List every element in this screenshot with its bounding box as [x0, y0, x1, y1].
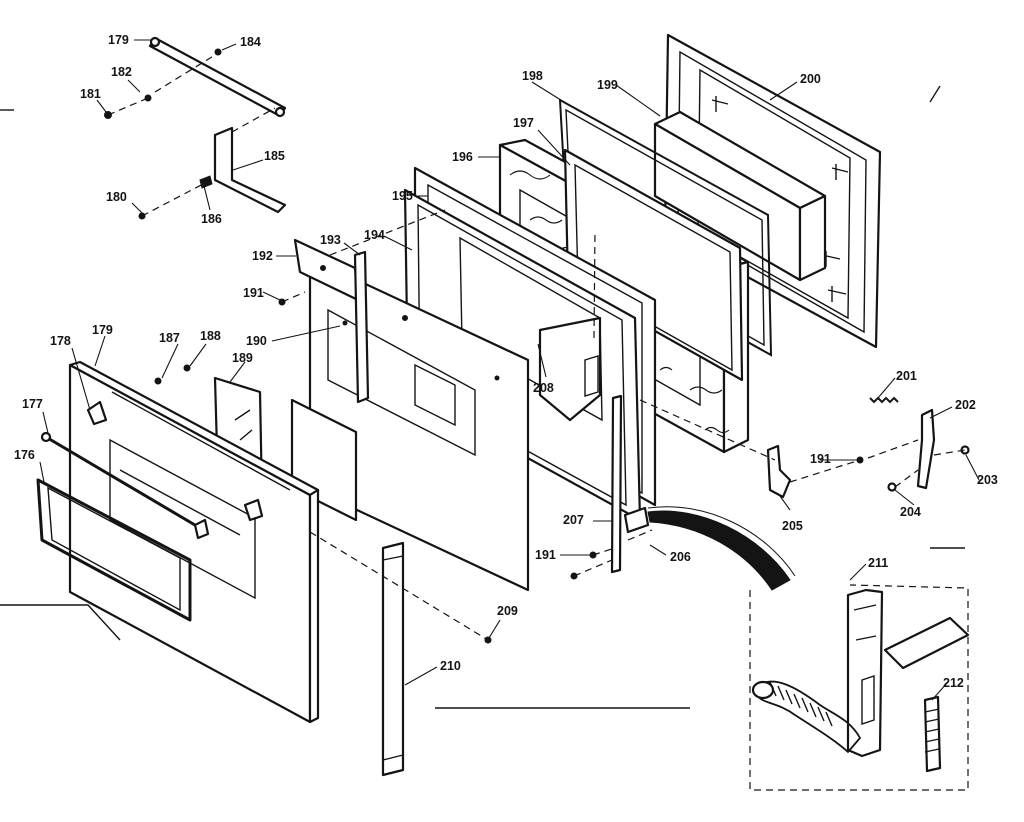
callout-208: 208 [533, 381, 554, 395]
callout-188: 188 [200, 329, 221, 343]
callout-192: 192 [252, 249, 273, 263]
part-197-glass [563, 148, 744, 382]
callout-209: 209 [497, 604, 518, 618]
callout-195: 195 [392, 189, 413, 203]
callout-189: 189 [232, 351, 253, 365]
part-208-bracket [538, 316, 602, 422]
part-201-spring [869, 396, 899, 404]
callout-206: 206 [670, 550, 691, 564]
part-202-lever [916, 408, 936, 490]
callout-182: 182 [111, 65, 132, 79]
callout-207: 207 [563, 513, 584, 527]
part-178-clip [86, 400, 264, 540]
callout-180: 180 [106, 190, 127, 204]
part-179-front-door [68, 360, 320, 724]
callout-191-right: 191 [810, 452, 831, 466]
callout-201: 201 [896, 369, 917, 383]
callout-183: 179 [108, 33, 129, 47]
part-177-handle-rod [40, 431, 201, 530]
part-206-plate [623, 506, 650, 534]
callout-210: 210 [440, 659, 461, 673]
scan-artifacts [0, 85, 965, 709]
part-210-hinge-arm [381, 541, 405, 777]
callout-187: 187 [159, 331, 180, 345]
assembly-lines [107, 54, 966, 641]
callout-203: 203 [977, 473, 998, 487]
callout-198: 198 [522, 69, 543, 83]
callout-178: 178 [50, 334, 71, 348]
part-186-screw [199, 175, 213, 189]
callout-197: 197 [513, 116, 534, 130]
callout-196: 196 [452, 150, 473, 164]
callout-176: 176 [14, 448, 35, 462]
leader-lines [39, 39, 980, 701]
part-199-insulation-block [653, 110, 827, 282]
hinge-cable [647, 506, 796, 591]
callout-193: 193 [320, 233, 341, 247]
callout-212: 212 [943, 676, 964, 690]
callout-185: 185 [264, 149, 285, 163]
part-193-strip [353, 250, 370, 404]
callout-205: 205 [782, 519, 803, 533]
part-185-bracket [213, 126, 287, 214]
callout-200: 200 [800, 72, 821, 86]
callout-190: 190 [246, 334, 267, 348]
callout-211: 211 [868, 556, 888, 570]
callout-199: 199 [597, 78, 618, 92]
callout-191-left: 191 [243, 286, 264, 300]
callout-204: 204 [900, 505, 921, 519]
callout-186: 186 [201, 212, 222, 226]
callout-184: 184 [240, 35, 261, 49]
callout-194: 194 [364, 228, 385, 242]
part-205-clip [766, 444, 792, 499]
callout-191-bottom: 191 [535, 548, 556, 562]
part-211-hinge-detail [749, 584, 970, 791]
callout-177: 177 [22, 397, 43, 411]
callout-181: 181 [80, 87, 101, 101]
callout-202: 202 [955, 398, 976, 412]
part-183-rail [148, 36, 287, 118]
callout-179: 179 [92, 323, 113, 337]
callout-labels: 179 184 182 181 185 180 186 187 188 189 … [14, 33, 998, 690]
part-176-window-frame [36, 478, 192, 622]
part-207-rod [610, 394, 623, 574]
